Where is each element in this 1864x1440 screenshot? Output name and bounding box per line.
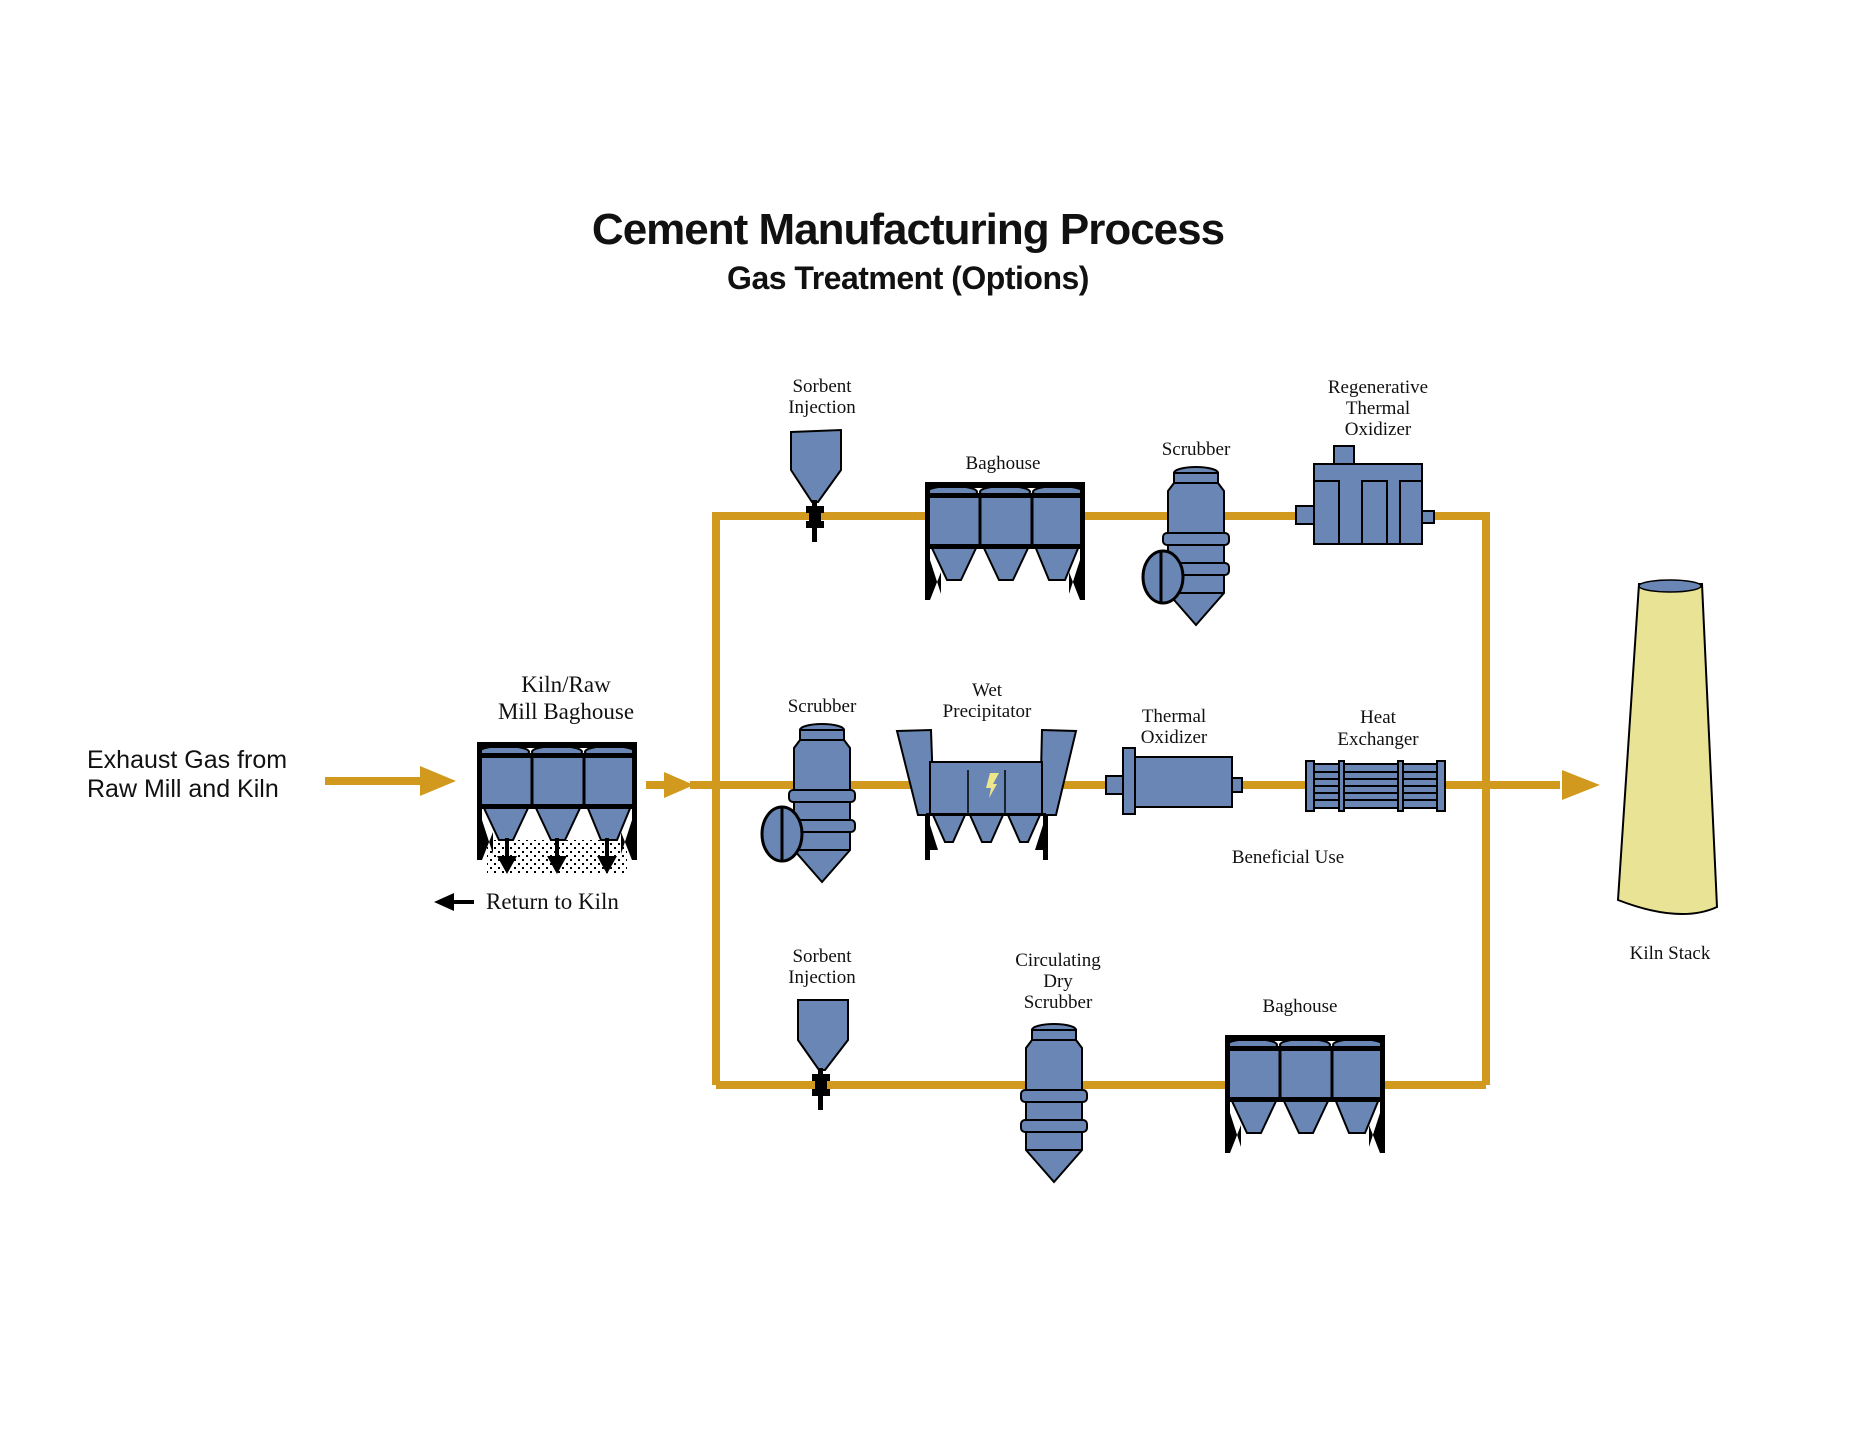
return-to-kiln-label: Return to Kiln	[486, 889, 619, 914]
top-sorbent-hopper-icon	[790, 428, 842, 542]
top-branch: Sorbent Injection Baghouse Scrubber Rege…	[788, 376, 1435, 626]
kiln-raw-mill-baghouse: Kiln/Raw Mill Baghouse Return to Kiln	[434, 672, 639, 914]
bottom-baghouse-icon	[1223, 1033, 1387, 1155]
wet-precipitator-label-line2: Precipitator	[943, 701, 1032, 722]
cds-label-line1: Circulating	[1015, 950, 1101, 971]
inlet-arrow-icon	[420, 766, 456, 796]
thermal-oxidizer-label-line2: Oxidizer	[1141, 727, 1208, 748]
bottom-sorbent-label-line1: Sorbent	[792, 946, 852, 967]
heat-exchanger-label-line2: Exchanger	[1337, 729, 1419, 750]
wet-precipitator-icon	[895, 728, 1078, 860]
kiln-baghouse-label-line2: Mill Baghouse	[498, 699, 634, 724]
cds-label-line2: Dry	[1043, 971, 1073, 992]
top-scrubber-icon	[1141, 466, 1230, 626]
baghouse-outlet-arrow-icon	[664, 772, 694, 798]
return-arrow-icon	[434, 893, 474, 911]
stack-body	[1616, 583, 1719, 915]
top-sorbent-label-line2: Injection	[788, 397, 856, 418]
rto-label-line1: Regenerative	[1328, 377, 1428, 398]
kiln-baghouse-label-line1: Kiln/Raw	[521, 672, 611, 697]
middle-branch: Scrubber Wet Precipitator Thermal O	[760, 680, 1446, 883]
beneficial-use-label: Beneficial Use	[1232, 847, 1344, 868]
rto-label-line2: Thermal	[1346, 398, 1410, 419]
inlet-label-line1: Exhaust Gas from	[87, 746, 287, 774]
rto-icon	[1295, 445, 1435, 545]
cds-label-line3: Scrubber	[1024, 992, 1093, 1013]
kiln-baghouse-icon	[475, 740, 639, 874]
diagram-subtitle: Gas Treatment (Options)	[727, 260, 1089, 296]
kiln-stack: Kiln Stack	[1616, 579, 1719, 964]
heat-exchanger-icon	[1305, 760, 1446, 812]
lightning-icon	[986, 773, 999, 798]
middle-scrubber-icon	[760, 723, 856, 883]
top-sorbent-label-line1: Sorbent	[792, 376, 852, 397]
rto-label-line3: Oxidizer	[1345, 419, 1412, 440]
wet-precipitator-label-line1: Wet	[972, 680, 1003, 701]
thermal-oxidizer-icon	[1105, 747, 1243, 815]
heat-exchanger-label-line1: Heat	[1360, 707, 1397, 728]
top-scrubber-label: Scrubber	[1162, 439, 1231, 460]
kiln-stack-label: Kiln Stack	[1630, 943, 1711, 964]
bottom-sorbent-label-line2: Injection	[788, 967, 856, 988]
bottom-branch: Sorbent Injection Circulating Dry Scrubb…	[788, 946, 1387, 1183]
stack-opening	[1638, 579, 1702, 593]
middle-scrubber-label: Scrubber	[788, 696, 857, 717]
top-baghouse-icon	[923, 480, 1087, 602]
inlet-label: Exhaust Gas from Raw Mill and Kiln	[87, 746, 287, 803]
stack-inlet-arrow-icon	[1562, 770, 1600, 800]
thermal-oxidizer-label-line1: Thermal	[1142, 706, 1206, 727]
bottom-sorbent-hopper-icon	[797, 999, 849, 1110]
top-baghouse-label: Baghouse	[966, 453, 1041, 474]
diagram-title: Cement Manufacturing Process	[592, 205, 1224, 254]
top-branch-pipe	[712, 512, 1490, 1085]
cds-scrubber-icon	[1020, 1023, 1088, 1183]
bottom-baghouse-label: Baghouse	[1263, 996, 1338, 1017]
inlet-label-line2: Raw Mill and Kiln	[87, 775, 279, 803]
